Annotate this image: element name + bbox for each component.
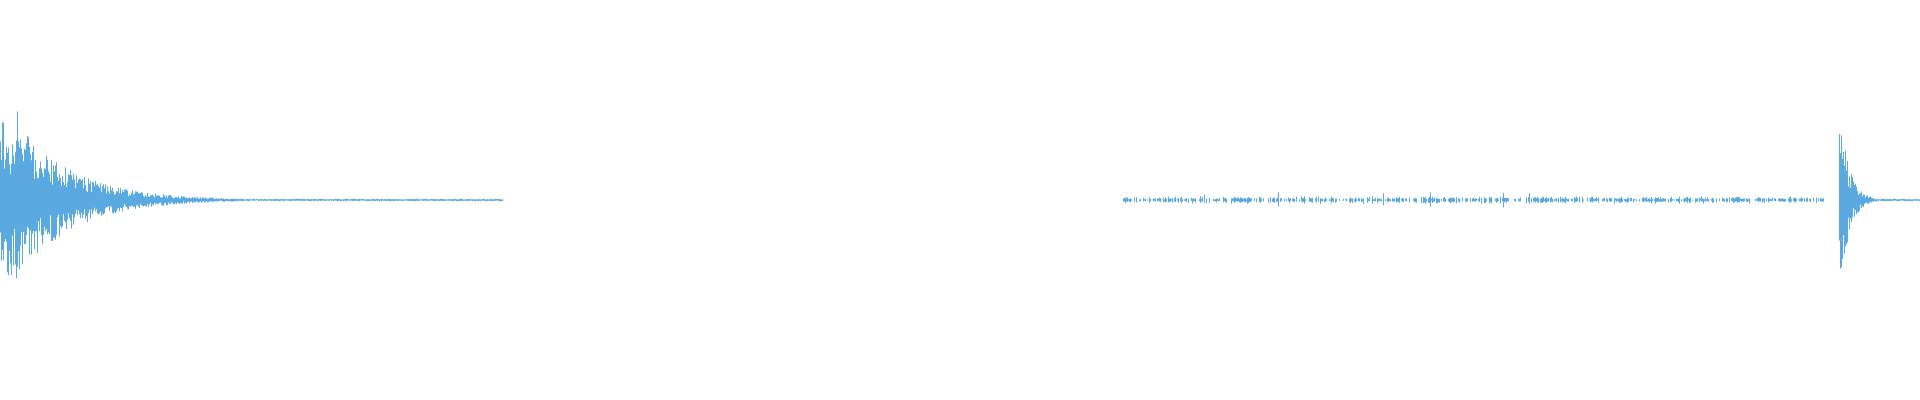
waveform-trace [1123, 192, 1824, 208]
waveform-segment-noise-tail-right [1123, 192, 1824, 208]
waveform-trace [0, 111, 503, 279]
waveform-segment-attack-burst-right [1839, 133, 1920, 269]
waveform-trace [1839, 133, 1920, 269]
waveform-segment-attack-burst-left [0, 111, 503, 279]
